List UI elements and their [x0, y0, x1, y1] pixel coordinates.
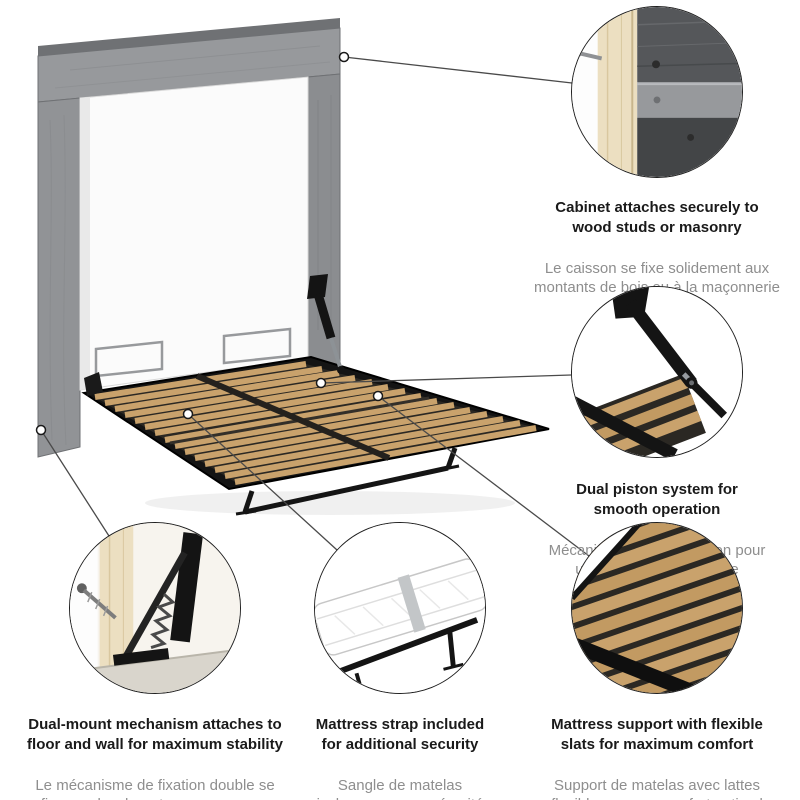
support-leg	[235, 447, 460, 516]
slat-deck-closeup-image	[572, 523, 742, 693]
mattress-retainer-bracket	[222, 327, 292, 365]
callout-description-fr: Support de matelas avec lattes flexibles…	[551, 776, 763, 800]
marker-dot	[182, 408, 194, 420]
callout-title: Cabinet attaches securely to wood studs …	[555, 199, 759, 236]
marker-dot	[372, 390, 384, 402]
floor-wall-mount-closeup-image	[70, 523, 240, 693]
marker-dot	[315, 377, 327, 389]
marker-dot	[35, 424, 47, 436]
callout-title: Dual piston system for smooth operation	[576, 481, 738, 518]
callout-markers	[35, 51, 384, 436]
callout-circle-mattress-strap	[314, 522, 486, 694]
callout-circle-dual-piston	[571, 286, 743, 458]
callout-circle-flexible-slats	[571, 522, 743, 694]
cabinet-corner-closeup-image	[572, 7, 742, 177]
piston-mechanism	[84, 274, 345, 396]
leader-lines	[40, 56, 590, 557]
bed-deck	[81, 355, 550, 515]
callout-flexible-slats: Mattress support with flexible slats for…	[514, 697, 800, 800]
strapped-mattress-closeup-image	[315, 523, 485, 693]
callout-description-fr: Sangle de matelas incluse pour une sécur…	[317, 776, 484, 800]
mattress-retainer-bracket	[94, 340, 164, 378]
callout-circle-cabinet-wall-mount	[571, 6, 743, 178]
callout-dual-mount: Dual-mount mechanism attaches to floor a…	[5, 697, 305, 800]
bed-cabinet	[37, 18, 341, 458]
callout-title: Mattress support with flexible slats for…	[551, 716, 763, 753]
marker-dot	[338, 51, 350, 63]
callout-circle-dual-mount	[69, 522, 241, 694]
callout-description-fr: Le mécanisme de fixation double se fixe …	[35, 776, 275, 800]
callout-mattress-strap: Mattress strap included for additional s…	[285, 697, 515, 800]
callout-title: Dual-mount mechanism attaches to floor a…	[27, 716, 283, 753]
callout-title: Mattress strap included for additional s…	[315, 716, 485, 753]
piston-mechanism-closeup-image	[572, 287, 742, 457]
center-rail	[195, 373, 391, 461]
